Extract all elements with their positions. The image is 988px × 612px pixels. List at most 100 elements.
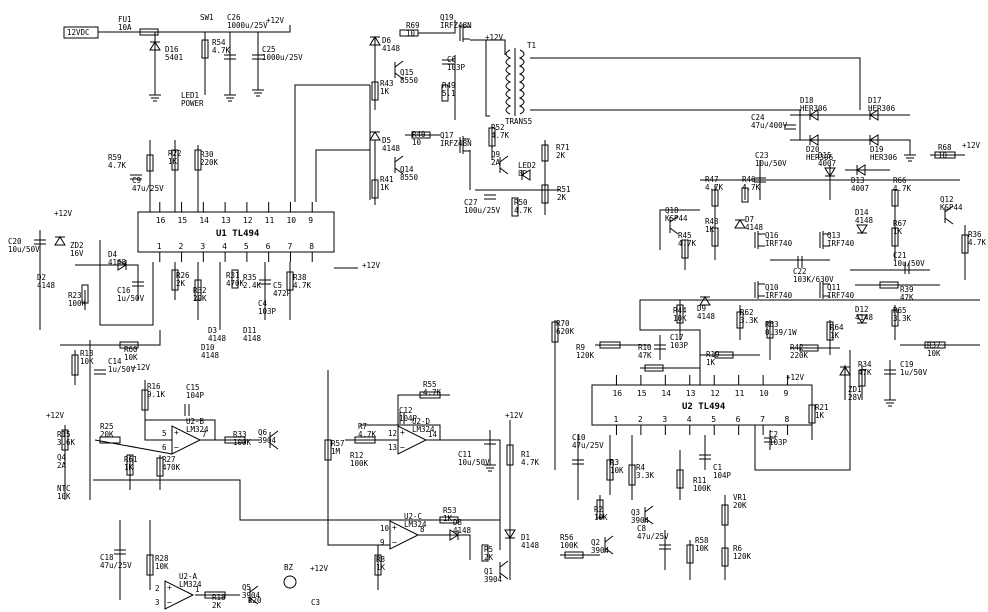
resistor: [596, 499, 604, 519]
transistor-collector: [249, 585, 259, 593]
component-value-r30: 220K: [200, 158, 219, 167]
wire: [94, 439, 173, 455]
component-value-q10: IRF740: [765, 291, 793, 300]
component-value-q3: 3904: [631, 516, 650, 525]
component-value-d8: 4148: [453, 526, 472, 535]
resistor: [411, 131, 431, 139]
component-value-d9: 4148: [697, 312, 716, 321]
resistor: [736, 311, 744, 329]
component-ref-r26: R26: [176, 271, 190, 280]
component-ref-c14: C14: [108, 357, 122, 366]
component-value-q13: IRF740: [827, 239, 855, 248]
component-ref-r25: R25: [100, 422, 114, 431]
component-ref-r50: R50: [514, 198, 528, 207]
component-value-r44: 10K: [673, 314, 687, 323]
component-value-r64: 1K: [830, 331, 840, 340]
component-ref-c18: C18: [100, 553, 114, 562]
component-value-d11: 4148: [243, 334, 262, 343]
resistor: [721, 547, 729, 567]
component-value-r3: 10K: [610, 466, 624, 475]
opamp-ref: U2-B: [186, 417, 205, 426]
component-value-r22: 1K: [168, 157, 178, 166]
component-ref-d12: D12: [855, 305, 869, 314]
component-value-d13: 4007: [851, 184, 869, 193]
ic-top-pin: 16: [612, 389, 622, 398]
component-value-r36: 4.7K: [968, 238, 987, 247]
component-value-q5: 3904: [242, 591, 261, 600]
component-ref-r10: R10: [638, 343, 652, 352]
ic-bottom-pin: 8: [785, 415, 790, 424]
component-value-c5: 472P: [273, 289, 292, 298]
component-value-r68: 10: [938, 151, 948, 160]
opamp-pin: 5: [162, 429, 167, 438]
component-value-r53: 1K: [443, 514, 453, 523]
ic-top-pin: 12: [710, 389, 720, 398]
opamp-plus-sign: +: [167, 583, 172, 592]
component-value-d16: 5401: [165, 53, 183, 62]
component-value-r37: 10K: [927, 349, 941, 358]
component-ref-r59: R59: [108, 153, 122, 162]
component-ref-c5: C5: [273, 281, 282, 290]
opamp-plus-sign: +: [174, 428, 179, 437]
component-value-r19: 1K: [706, 358, 716, 367]
resistor: [711, 227, 719, 247]
resistor: [61, 429, 69, 451]
wire: [294, 84, 370, 202]
resistor: [606, 459, 614, 481]
component-ref-r62: R62: [740, 308, 754, 317]
component-value-r16: 9.1K: [147, 390, 166, 399]
opamp-pin: 12: [388, 429, 397, 438]
resistor: [644, 364, 664, 372]
component-ref-d13: D13: [851, 176, 865, 185]
component-ref-r35: R35: [243, 273, 257, 282]
component-value-q18: KSP44: [665, 214, 688, 223]
component-ref-d5: D5: [382, 136, 391, 145]
ic-body: [137, 211, 335, 253]
component-value-r56: 100K: [560, 541, 579, 550]
component-value-r47: 4.7K: [705, 183, 724, 192]
component-value-r51: 2K: [557, 193, 567, 202]
component-ref-d2: D2: [37, 273, 46, 282]
component-value-c20: 10u/50V: [8, 245, 40, 254]
component-value-r26: 2K: [176, 279, 186, 288]
component-value-d3: 4148: [208, 334, 227, 343]
component-ref-d9: D9: [697, 304, 706, 313]
transistor-collector: [944, 205, 954, 213]
component-ref-c21: C21: [893, 251, 907, 260]
resistor: [481, 544, 489, 562]
component-ref-q4: Q4: [57, 453, 67, 462]
transistor-collector: [604, 535, 614, 543]
component-ref-c3: C3: [311, 598, 320, 607]
component-value-r48: 1K: [705, 225, 715, 234]
component-value-q12: KSP44: [940, 203, 963, 212]
ic-bottom-pin: 7: [287, 242, 292, 251]
component-value-d10: 4148: [201, 351, 220, 360]
component-value-r23: 100K: [68, 299, 87, 308]
diode: [117, 259, 127, 271]
ic-top-pin: 13: [686, 389, 696, 398]
component-value-r58: 10K: [695, 544, 709, 553]
component-ref-c17: C17: [670, 333, 684, 342]
transistor-collector: [394, 60, 404, 68]
supply-rail-label: +12V: [485, 33, 504, 42]
component-ref-r28: R28: [155, 554, 169, 563]
resistor: [676, 304, 684, 324]
resistor: [541, 184, 549, 204]
component-ref-r46: R46: [742, 175, 756, 184]
component-ref-d8: D8: [453, 518, 463, 527]
component-value-q19: IRFZ48N: [440, 21, 472, 30]
transformer-primary: [505, 49, 512, 115]
supply-rail-label: +12V: [46, 411, 65, 420]
component-value-zd1: 28V: [848, 393, 862, 402]
component-ref-sw1: SW1: [200, 13, 214, 22]
transistor-collector: [394, 155, 404, 163]
resistor: [721, 504, 729, 526]
opamp-pin: 14: [428, 430, 438, 439]
ic-title: U1 TL494: [216, 229, 260, 239]
component-ref-r41: R41: [380, 175, 394, 184]
component-value-r39: 47K: [900, 293, 914, 302]
component-value-vr1: 20K: [733, 501, 747, 510]
transistor-emitter: [499, 167, 509, 175]
component-value-c9: 47u/25V: [132, 184, 164, 193]
